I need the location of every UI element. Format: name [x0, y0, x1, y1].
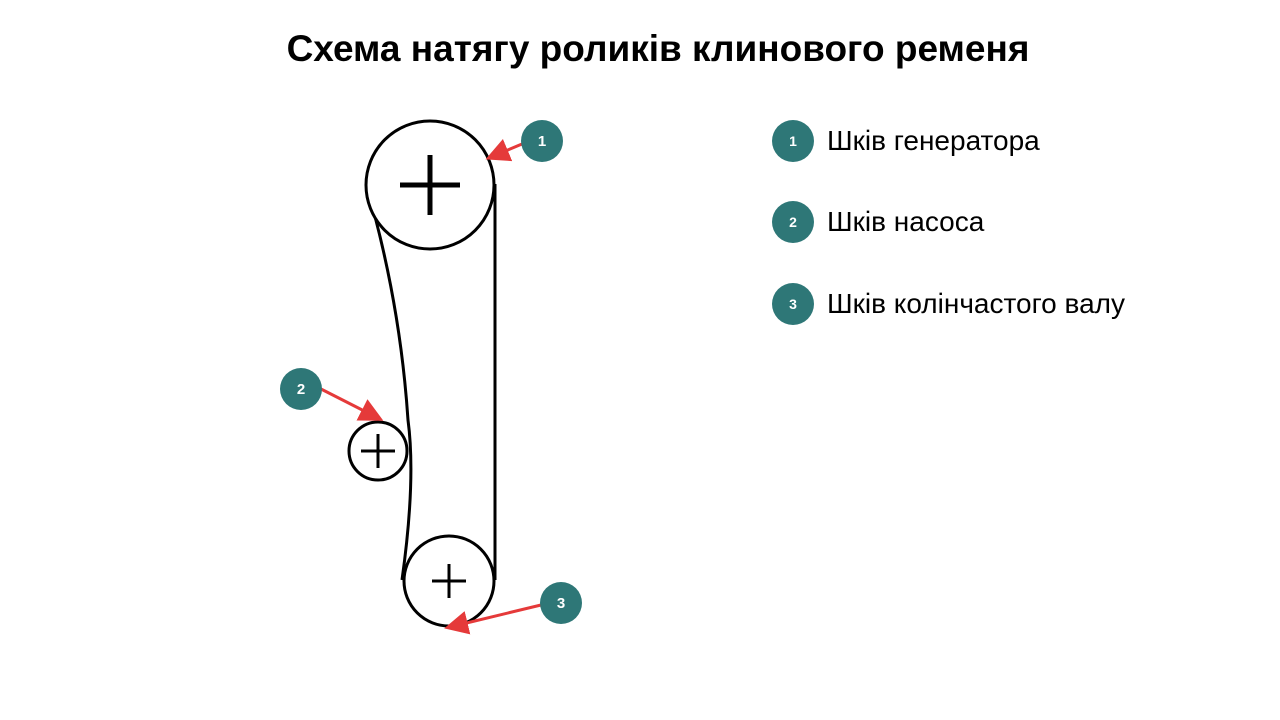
badge-1-number: 1	[538, 133, 546, 150]
badge-2: 2	[280, 368, 322, 410]
legend-badge-1: 1	[772, 120, 814, 162]
legend-label-crankshaft: Шків колінчастого валу	[827, 288, 1125, 319]
belt	[364, 183, 497, 581]
arrow-3	[444, 603, 542, 635]
badge-3-number: 3	[557, 595, 565, 612]
legend-item-crankshaft: 3 Шків колінчастого валу	[772, 282, 1252, 326]
badge-3: 3	[540, 582, 582, 624]
arrow-1	[485, 138, 523, 162]
pulley-crankshaft	[402, 534, 496, 628]
badge-1: 1	[521, 120, 563, 162]
page-title: Схема натягу роликів клинового ременя	[286, 28, 1030, 69]
legend-item-generator: 1 Шків генератора	[772, 119, 1252, 163]
badge-2-number: 2	[297, 381, 305, 398]
legend-badge-3: 3	[772, 283, 814, 325]
legend-label-generator: Шків генератора	[827, 125, 1040, 156]
arrow-2	[320, 387, 384, 421]
pulley-generator	[364, 119, 496, 251]
legend-badge-2: 2	[772, 201, 814, 243]
belt-left-segment	[364, 183, 413, 581]
legend-item-pump: 2 Шків насоса	[772, 200, 1252, 244]
pulley-pump	[347, 420, 409, 482]
legend-label-pump: Шків насоса	[827, 206, 985, 237]
